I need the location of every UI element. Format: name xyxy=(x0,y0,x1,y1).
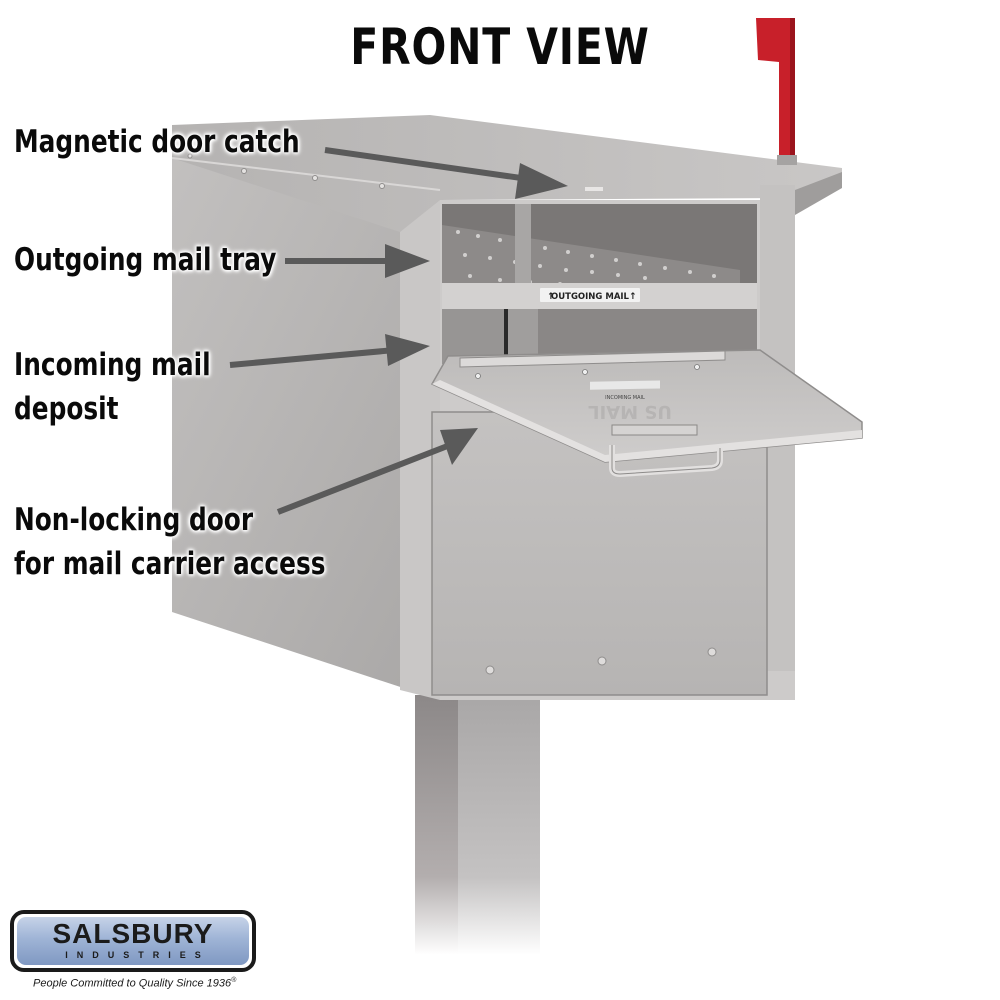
embossed-us-mail: US MAIL xyxy=(588,401,672,422)
tray-label: OUTGOING MAIL xyxy=(551,292,630,302)
svg-text:↑: ↑ xyxy=(629,292,637,302)
logo-badge: SALSBURY INDUSTRIES xyxy=(17,917,249,965)
callout-outgoing-mail-tray: Outgoing mail tray xyxy=(14,238,276,282)
logo-subtitle: INDUSTRIES xyxy=(65,950,210,960)
callout-label-line2: for mail carrier access xyxy=(14,546,326,582)
magnetic-door-catch xyxy=(585,187,603,191)
callout-label-line1: Incoming mail xyxy=(14,347,211,383)
callout-label: Outgoing mail tray xyxy=(14,242,277,278)
svg-text:↑: ↑ xyxy=(547,292,555,302)
tagline-text: People Committed to Quality Since 1936 xyxy=(33,977,232,990)
page-title: FRONT VIEW xyxy=(350,18,650,76)
callout-label: Magnetic door catch xyxy=(14,124,300,160)
mailbox-side-panel xyxy=(172,158,440,700)
logo-tagline: People Committed to Quality Since 1936® xyxy=(33,977,236,990)
logo-name: SALSBURY xyxy=(52,918,214,949)
registered-mark: ® xyxy=(231,977,237,984)
door-plate-label: INCOMING MAIL xyxy=(605,395,645,401)
post xyxy=(415,695,540,955)
salsbury-logo: SALSBURY INDUSTRIES xyxy=(10,910,256,972)
callout-label-line1: Non-locking door xyxy=(14,502,254,538)
callout-magnetic-door-catch: Magnetic door catch xyxy=(14,120,300,164)
callout-incoming-mail-deposit: Incoming mail deposit xyxy=(14,343,211,431)
callout-label-line2: deposit xyxy=(14,391,119,427)
red-flag[interactable] xyxy=(756,18,797,165)
callout-arrows xyxy=(229,147,568,515)
callout-non-locking-door: Non-locking door for mail carrier access xyxy=(14,498,325,586)
